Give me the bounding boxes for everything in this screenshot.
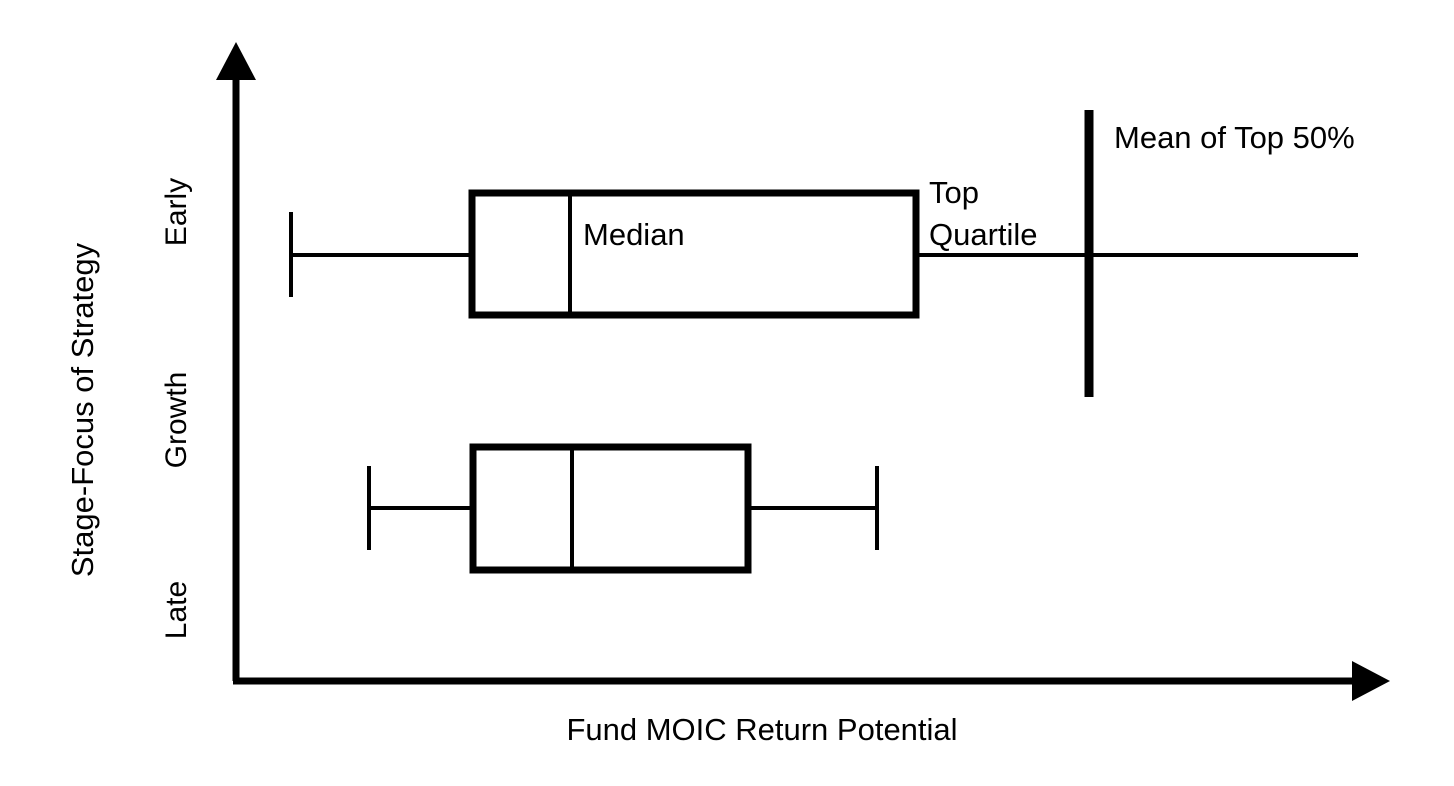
growth-box xyxy=(469,443,752,574)
top-quartile-label-line2: Quartile xyxy=(929,217,1038,252)
x-axis-title: Fund MOIC Return Potential xyxy=(566,712,957,747)
y-tick-label-late: Late xyxy=(160,581,193,639)
median-label: Median xyxy=(583,217,685,252)
top-quartile-label-line1: Top xyxy=(929,175,979,210)
mean-top-50-label: Mean of Top 50% xyxy=(1114,120,1355,155)
x-axis-arrowhead xyxy=(1352,661,1390,701)
boxplot-growth xyxy=(367,443,879,574)
y-tick-label-early: Early xyxy=(160,178,193,246)
early-box xyxy=(468,189,920,319)
y-axis-arrowhead xyxy=(216,42,256,80)
y-axis-title: Stage-Focus of Strategy xyxy=(65,242,100,577)
axis-group xyxy=(216,42,1390,701)
boxplot-early xyxy=(289,189,1358,319)
y-tick-label-growth: Growth xyxy=(160,372,193,469)
